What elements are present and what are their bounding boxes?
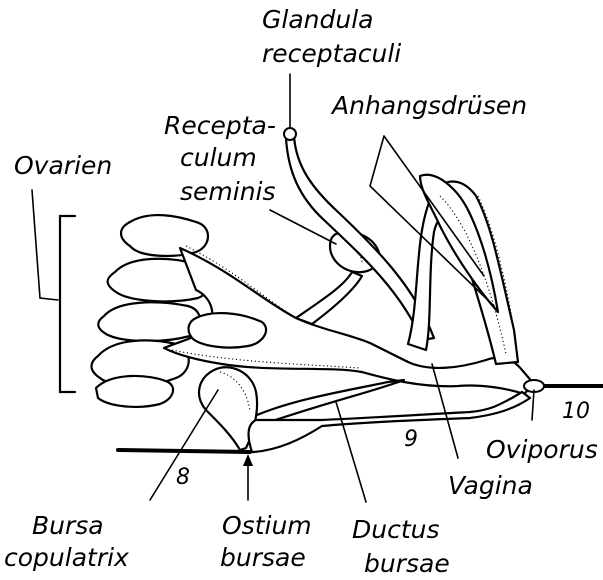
bursa-label-line1: Bursa [32,511,104,540]
ductus-label-line1: Ductus [352,515,440,544]
ostium-label-line1: Ostium [222,511,312,540]
ostium-arrow-head [243,454,253,466]
oviduct-inner-ovary-fold [189,313,267,348]
vagina-label: Vagina [448,471,533,500]
receptaculum-label-line1: Recepta- [164,111,276,140]
glandula-label-line1: Glandula [262,5,373,34]
anhangsdrusen-label: Anhangsdrüsen [330,91,527,120]
receptaculum-label-line3: seminis [180,177,276,206]
segment-9-label: 9 [404,427,418,452]
receptaculum-stalk [296,272,362,324]
ostium-label-line2: bursae [220,543,306,572]
bursa-label-line2: copulatrix [4,543,129,572]
ovarien-bracket [60,216,75,392]
ovarien-lobes [92,215,211,407]
ovarien-leader-line [32,190,58,300]
receptaculum-label-line2: culum [180,143,257,172]
glandula-receptaculi-bulb [284,128,296,140]
segment-8-label: 8 [176,465,190,490]
ductus-label-line2: bursae [364,549,450,578]
ovarien-label: Ovarien [14,151,112,180]
segment-10-label: 10 [562,399,590,424]
sternite-8-line [118,450,250,452]
oviporus-leader [532,390,534,420]
oviporus-label: Oviporus [486,435,598,464]
glandula-label-line2: receptaculi [262,39,401,68]
